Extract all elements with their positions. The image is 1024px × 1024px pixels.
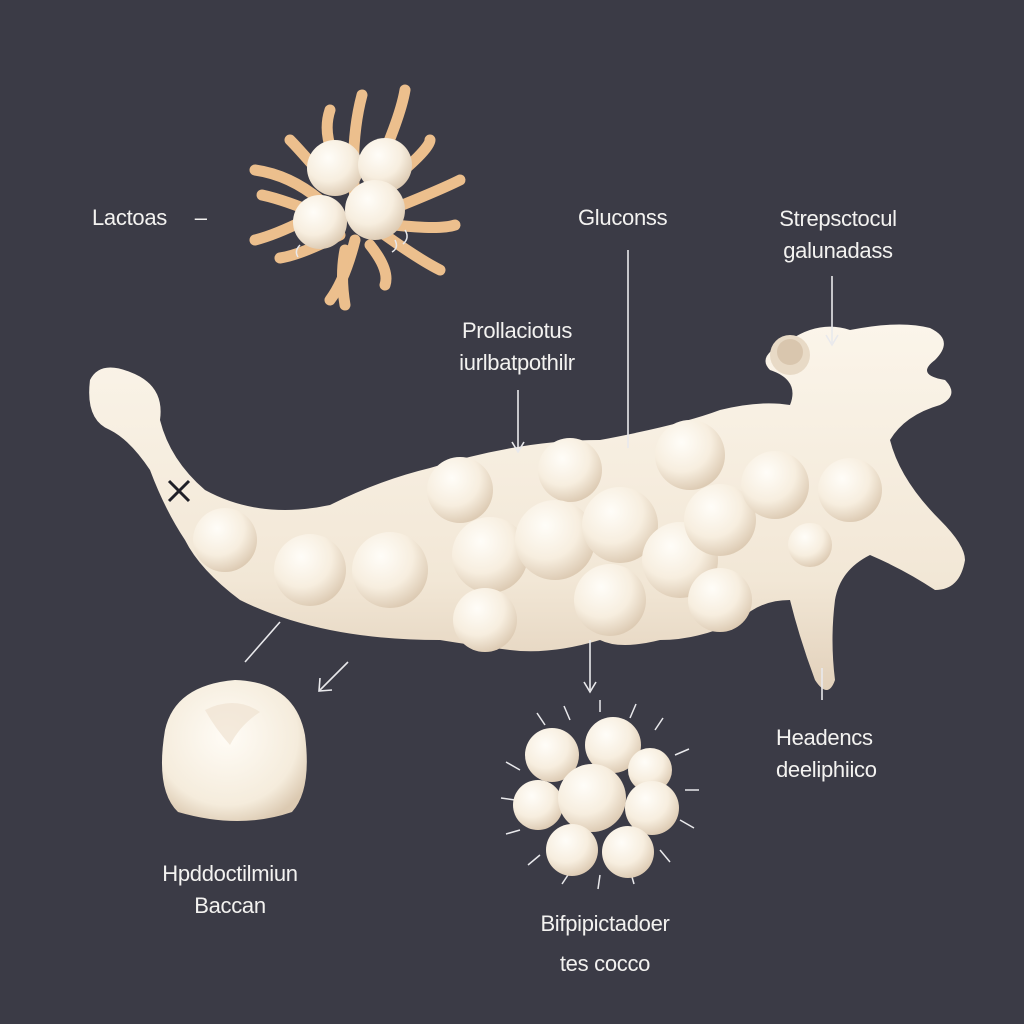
label-prollaciotus: Prollaciotus iurlbatpothilr (459, 318, 575, 375)
label-hpddoctilmiun: Hpddoctilmiun Baccan (162, 861, 298, 918)
body-nodules (193, 420, 882, 652)
hpddoctilmiun-cell (161, 680, 307, 821)
cross-marker (167, 479, 191, 503)
leader-lines (244, 250, 839, 700)
hpd-leader (244, 621, 281, 663)
label-lactoas: Lactoas – (92, 205, 207, 230)
main-bacterium (89, 324, 965, 690)
label-gluconss: Gluconss (578, 205, 668, 230)
bif-arrowhead (583, 681, 597, 694)
lactoas-cluster (249, 84, 466, 311)
label-bifpipictadoer: Bifpipictadoer tes cocco (540, 911, 670, 976)
hpd-arrowhead (318, 677, 333, 692)
bif-cocci-cluster (500, 700, 699, 890)
strep-arrowhead (825, 334, 839, 347)
hpd-arrow (319, 661, 349, 691)
label-strepsctocul: Strepsctocul galunadass (779, 206, 897, 263)
label-headencs: Headencs deeliphiico (776, 725, 877, 782)
prol-arrowhead (511, 441, 525, 454)
lactoas-dash: – (194, 205, 207, 230)
cocci-tendrils (500, 700, 699, 890)
